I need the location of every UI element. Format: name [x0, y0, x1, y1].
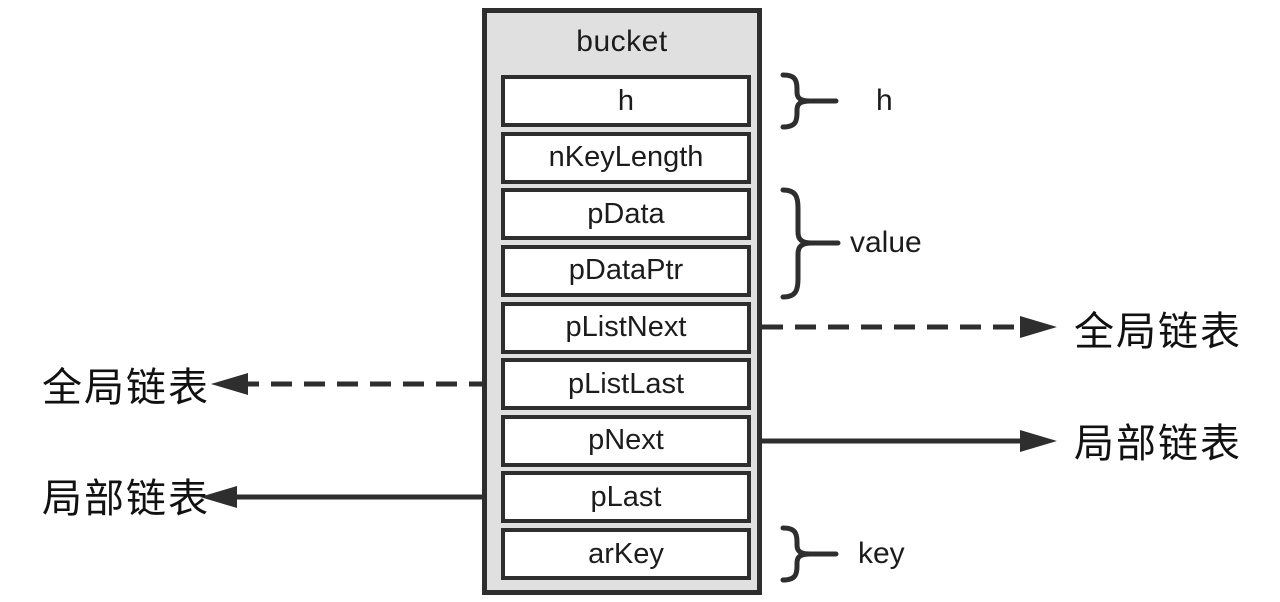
arrow-dashed-left-plistlast	[211, 373, 490, 395]
field-plistnext: pListNext	[501, 301, 751, 354]
arrow-solid-left-plast	[200, 486, 490, 508]
arrowhead-right-icon	[1020, 316, 1057, 338]
label-global-list-right: 全局链表	[1074, 309, 1242, 355]
brace-label-h: h	[876, 84, 893, 117]
bucket-title: bucket	[576, 25, 668, 58]
brace-value-icon	[780, 187, 841, 300]
label-global-list-left: 全局链表	[42, 365, 210, 411]
field-plistlast: pListLast	[501, 358, 751, 411]
arrowhead-right-icon	[1020, 430, 1057, 452]
arrowhead-left-icon	[211, 373, 248, 395]
arrow-solid-right-pnext	[762, 430, 1057, 452]
label-local-list-left: 局部链表	[42, 476, 210, 522]
bucket-box: bucket h nKeyLength pData pDataPtr pList…	[482, 8, 762, 595]
bucket-rows: h nKeyLength pData pDataPtr pListNext pL…	[501, 75, 751, 580]
brace-key-icon	[780, 525, 839, 583]
label-local-list-right: 局部链表	[1074, 421, 1242, 467]
field-nkeylength: nKeyLength	[501, 131, 751, 184]
field-pdataptr: pDataPtr	[501, 244, 751, 297]
field-plast: pLast	[501, 471, 751, 524]
arrow-dashed-right-plistnext	[762, 316, 1057, 338]
field-h: h	[501, 75, 751, 127]
brace-h-icon	[780, 72, 839, 130]
brace-label-value: value	[850, 226, 922, 259]
field-pdata: pData	[501, 188, 751, 241]
brace-label-key: key	[858, 537, 905, 570]
field-pnext: pNext	[501, 414, 751, 467]
field-arkey: arKey	[501, 528, 751, 580]
